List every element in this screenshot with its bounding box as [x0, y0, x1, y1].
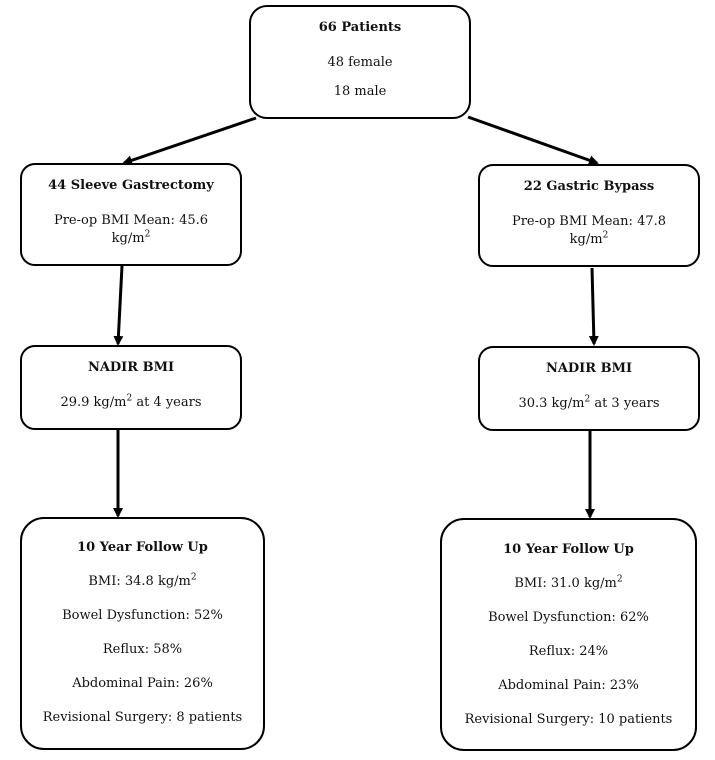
bypass-nadir-box: NADIR BMI 30.3 kg/m2 at 3 years: [478, 346, 700, 431]
sleeve-nadir-box: NADIR BMI 29.9 kg/m2 at 4 years: [20, 345, 242, 430]
bypass-followup-revisional: Revisional Surgery: 10 patients: [464, 712, 673, 727]
sleeve-preop-bmi: Pre-op BMI Mean: 45.6: [53, 213, 209, 228]
arrow-sleeve-to-nadir: [113, 265, 124, 346]
bypass-followup-reflux: Reflux: 24%: [528, 644, 609, 659]
root-female-count: 48 female: [327, 55, 393, 70]
arrow-bypass-to-nadir: [588, 267, 599, 346]
sleeve-followup-bmi: BMI: 34.8 kg/m2: [88, 572, 197, 589]
sleeve-followup-reflux: Reflux: 58%: [102, 642, 183, 657]
root-male-count: 18 male: [333, 84, 387, 99]
bypass-title: 22 Gastric Bypass: [523, 179, 655, 194]
sleeve-nadir-title: NADIR BMI: [87, 360, 175, 375]
bypass-preop-bmi: Pre-op BMI Mean: 47.8: [511, 214, 667, 229]
sleeve-nadir-value: 29.9 kg/m2 at 4 years: [60, 393, 202, 410]
bypass-followup-pain: Abdominal Pain: 23%: [498, 678, 639, 693]
bypass-followup-bmi: BMI: 31.0 kg/m2: [514, 574, 623, 591]
sleeve-preop-bmi-unit: kg/m2: [111, 229, 151, 246]
root-title: 66 Patients: [318, 20, 402, 35]
sleeve-followup-bowel: Bowel Dysfunction: 52%: [62, 608, 223, 623]
bypass-followup-bowel: Bowel Dysfunction: 62%: [488, 610, 649, 625]
arrow-root-to-sleeve: [122, 116, 257, 166]
sleeve-followup-title: 10 Year Follow Up: [77, 540, 208, 555]
bypass-nadir-title: NADIR BMI: [545, 361, 633, 376]
sleeve-followup-box: 10 Year Follow Up BMI: 34.8 kg/m2 Bowel …: [20, 517, 265, 750]
root-box: 66 Patients 48 female 18 male: [249, 5, 471, 119]
arrow-root-to-bypass: [467, 115, 599, 166]
bypass-followup-box: 10 Year Follow Up BMI: 31.0 kg/m2 Bowel …: [440, 518, 697, 751]
sleeve-followup-pain: Abdominal Pain: 26%: [72, 676, 213, 691]
bypass-nadir-value: 30.3 kg/m2 at 3 years: [518, 394, 660, 411]
bypass-followup-title: 10 Year Follow Up: [503, 542, 634, 557]
gastric-bypass-box: 22 Gastric Bypass Pre-op BMI Mean: 47.8 …: [478, 164, 700, 267]
sleeve-title: 44 Sleeve Gastrectomy: [48, 178, 214, 193]
sleeve-followup-revisional: Revisional Surgery: 8 patients: [42, 710, 243, 725]
bypass-preop-bmi-unit: kg/m2: [569, 230, 609, 247]
sleeve-gastrectomy-box: 44 Sleeve Gastrectomy Pre-op BMI Mean: 4…: [20, 163, 242, 266]
